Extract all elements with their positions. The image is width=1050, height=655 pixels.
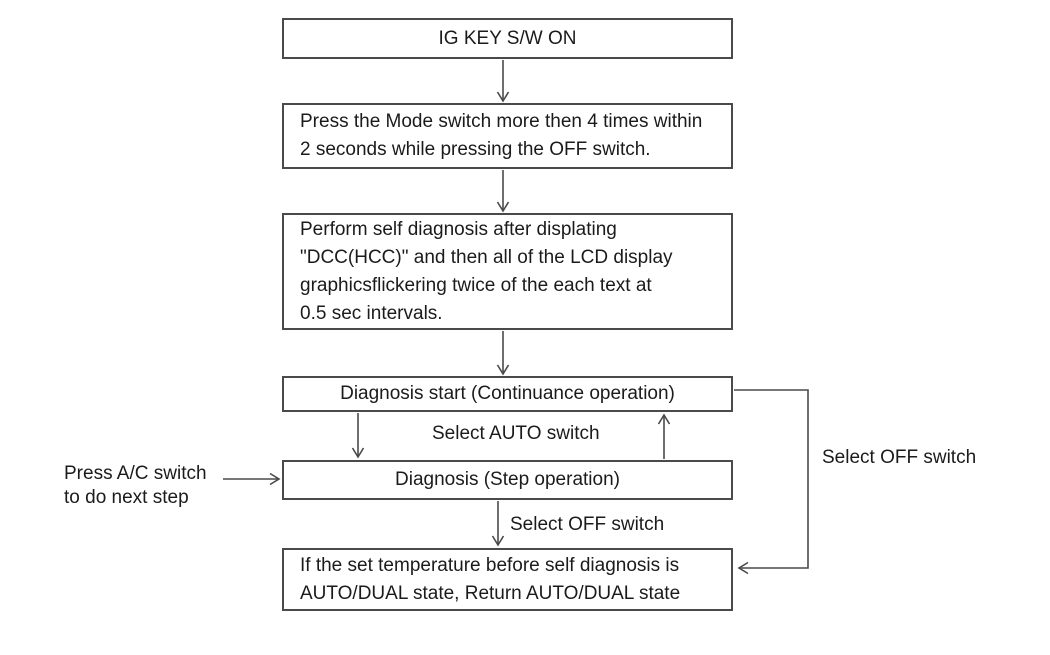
box-text-line: Perform self diagnosis after displating: [300, 218, 617, 240]
box-text-line: "DCC(HCC)" and then all of the LCD displ…: [300, 246, 673, 268]
box-ig-key-sw-on: IG KEY S/W ON: [282, 18, 733, 59]
box-text-line: graphicsflickering twice of the each tex…: [300, 274, 652, 296]
label-press-ac-line2: to do next step: [64, 487, 189, 508]
label-press-ac-switch: Press A/C switch to do next step: [64, 462, 207, 510]
box-text-line: If the set temperature before self diagn…: [300, 554, 680, 576]
label-select-off-switch-loop: Select OFF switch: [822, 447, 977, 468]
arrow-off-loop: [734, 389, 809, 575]
label-select-auto-switch: Select AUTO switch: [432, 423, 600, 444]
label-press-ac-line1: Press A/C switch: [64, 463, 207, 484]
label-select-off-switch-step: Select OFF switch: [510, 514, 665, 535]
box-perform-self-diagnosis: Perform self diagnosis after displating …: [282, 213, 733, 330]
box-text-line: AUTO/DUAL state, Return AUTO/DUAL state: [300, 582, 681, 604]
box-text-line: Diagnosis start (Continuance operation): [340, 383, 675, 404]
box-return-auto-dual: If the set temperature before self diagn…: [282, 548, 733, 611]
box-press-mode-switch: Press the Mode switch more then 4 times …: [282, 103, 733, 169]
box-diagnosis-step: Diagnosis (Step operation): [282, 460, 733, 500]
box-diagnosis-start: Diagnosis start (Continuance operation): [282, 376, 733, 412]
box-text-line: IG KEY S/W ON: [438, 27, 577, 49]
box-text-line: 2 seconds while pressing the OFF switch.: [300, 139, 651, 160]
box-text-line: Press the Mode switch more then 4 times …: [300, 111, 703, 132]
box-text-line: 0.5 sec intervals.: [300, 302, 443, 324]
box-text-line: Diagnosis (Step operation): [395, 469, 620, 490]
